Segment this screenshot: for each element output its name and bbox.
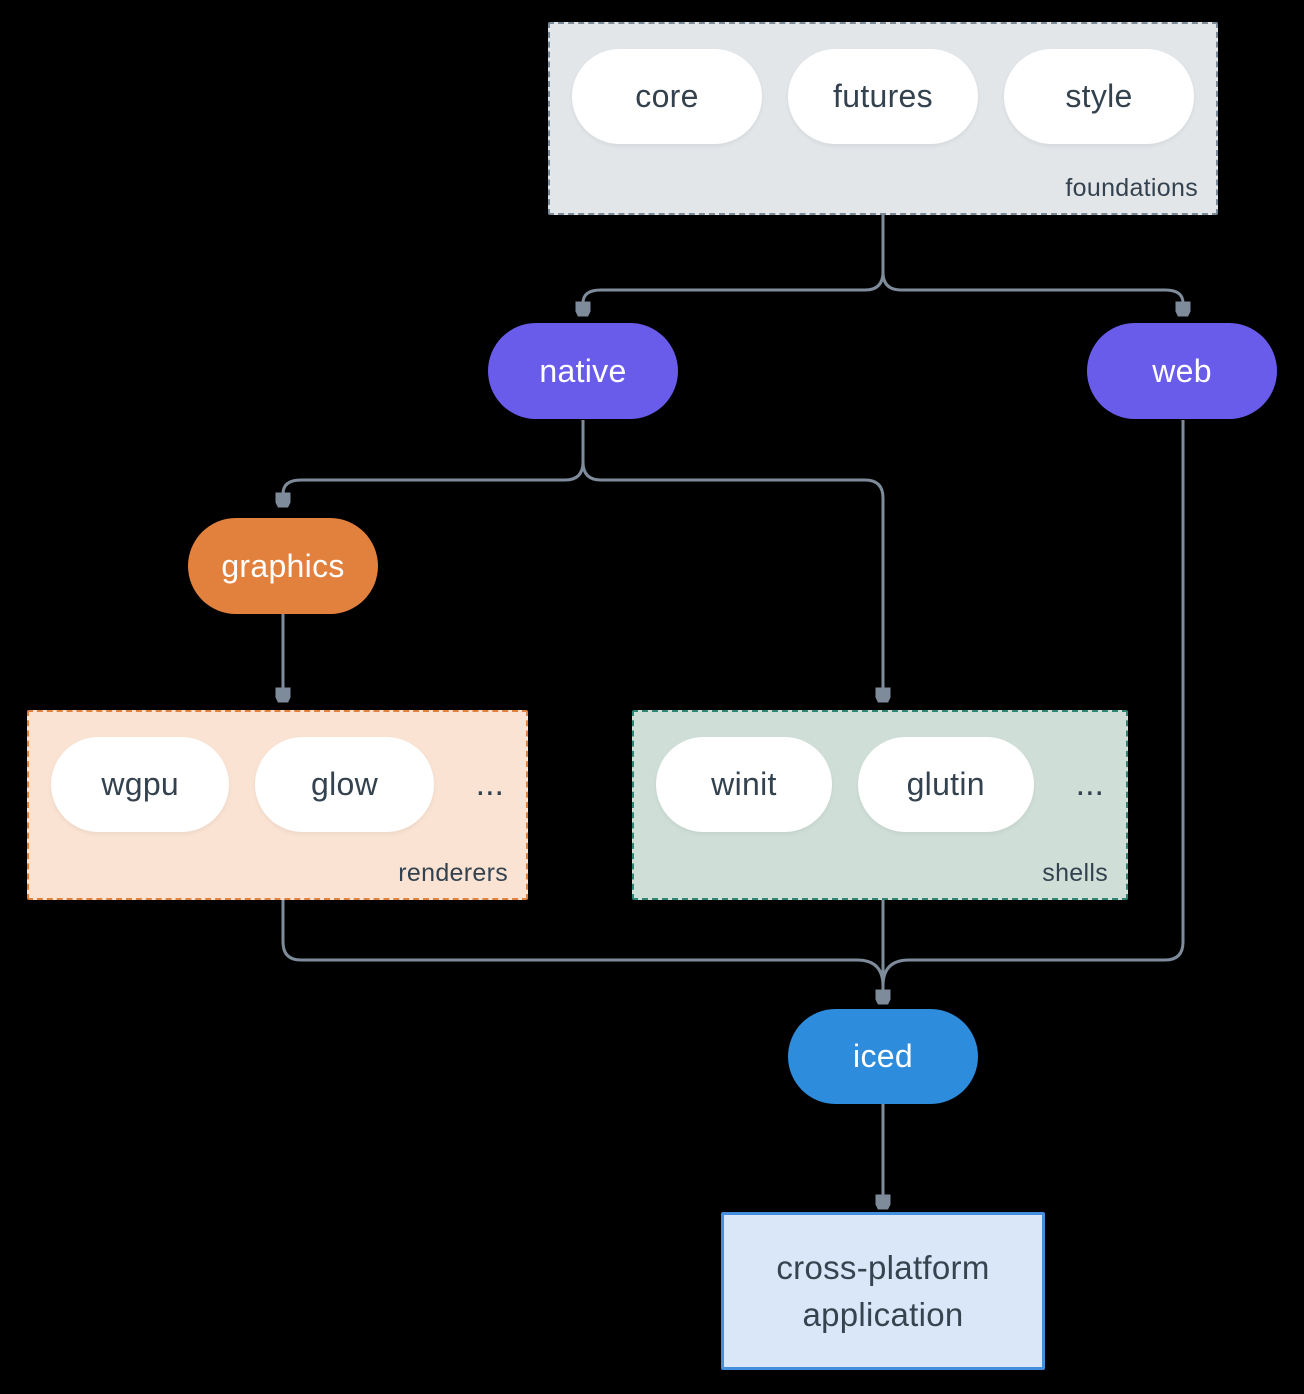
node-graphics: graphics bbox=[188, 518, 378, 614]
node-core: core bbox=[572, 49, 762, 144]
node-graphics-label: graphics bbox=[221, 547, 345, 584]
edge-native-to-graphics bbox=[283, 420, 585, 494]
node-iced: iced bbox=[788, 1009, 978, 1104]
group-renderers-label: renderers bbox=[398, 859, 508, 887]
node-web: web bbox=[1087, 323, 1277, 419]
group-shells: winit glutin ... shells bbox=[632, 710, 1128, 900]
node-glutin-label: glutin bbox=[906, 766, 985, 802]
node-futures-label: futures bbox=[833, 78, 933, 114]
node-glow-label: glow bbox=[310, 766, 378, 802]
group-foundations: core futures style foundations bbox=[548, 22, 1218, 215]
node-web-label: web bbox=[1152, 352, 1212, 389]
edge-renderers-to-iced bbox=[281, 900, 885, 987]
node-glutin: glutin bbox=[857, 737, 1034, 832]
node-core-label: core bbox=[635, 78, 699, 114]
node-native: native bbox=[488, 323, 678, 419]
edge-native-to-shells bbox=[581, 420, 883, 689]
node-style: style bbox=[1004, 49, 1194, 144]
node-wgpu-label: wgpu bbox=[101, 766, 180, 802]
node-winit: winit bbox=[656, 737, 832, 832]
node-cross-platform-application: cross-platform application bbox=[721, 1212, 1045, 1370]
edge-foundations-to-web bbox=[881, 215, 1183, 303]
node-winit-label: winit bbox=[711, 766, 777, 802]
shells-pill-row: winit glutin ... bbox=[634, 712, 1126, 832]
edge-foundations-to-native bbox=[583, 215, 885, 303]
application-label-line2: application bbox=[802, 1296, 964, 1333]
node-iced-label: iced bbox=[853, 1038, 913, 1074]
foundations-pill-row: core futures style bbox=[550, 24, 1216, 144]
edge-web-to-iced bbox=[881, 420, 1185, 987]
node-native-label: native bbox=[539, 352, 627, 389]
node-glow: glow bbox=[255, 737, 434, 832]
node-style-label: style bbox=[1065, 78, 1133, 114]
node-futures: futures bbox=[788, 49, 978, 144]
node-wgpu: wgpu bbox=[51, 737, 230, 832]
group-foundations-label: foundations bbox=[1065, 174, 1198, 202]
group-renderers: wgpu glow ... renderers bbox=[27, 710, 528, 900]
application-label-line1: cross-platform bbox=[776, 1249, 990, 1286]
shells-ellipsis: ... bbox=[1075, 765, 1104, 803]
renderers-pill-row: wgpu glow ... bbox=[29, 712, 526, 832]
group-shells-label: shells bbox=[1042, 859, 1108, 887]
renderers-ellipsis: ... bbox=[475, 765, 504, 803]
